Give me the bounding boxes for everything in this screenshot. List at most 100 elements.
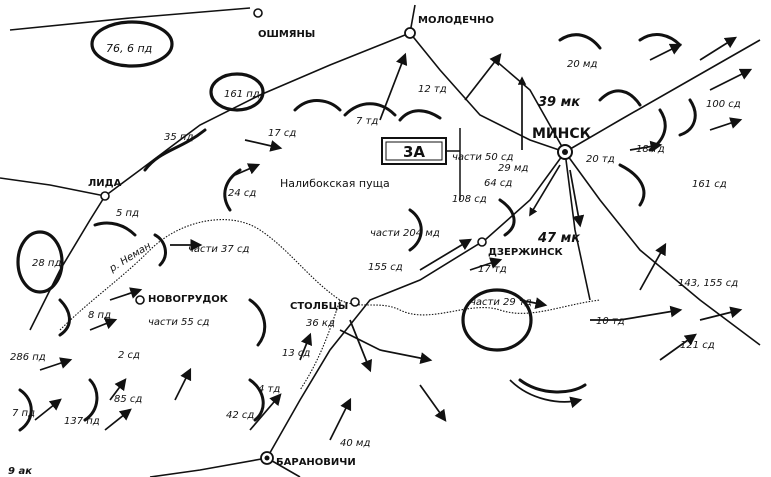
city-baranovichi: БАРАНОВИЧИ (276, 457, 356, 468)
arrow-143-155sd (639, 242, 667, 291)
city-markers (100, 8, 573, 465)
encirclement-29td (461, 288, 533, 352)
city-novogrudok: НОВОГРУДОК (148, 294, 229, 305)
dzerzhinsk-marker (477, 237, 487, 247)
railway-baranovichi-west (149, 457, 268, 477)
arrow-ne-3 (709, 68, 753, 91)
front-neman-1 (153, 233, 167, 267)
unit-17sd: 17 сд (268, 128, 296, 139)
front-east-3 (678, 98, 697, 137)
arrow-17td (469, 257, 503, 271)
unit-9ak: 9 ак (8, 466, 32, 477)
unit-76-6pd: 76, 6 пд (106, 42, 152, 55)
front-south-1 (498, 198, 516, 237)
railway-lida-molodechno (29, 32, 411, 331)
arrow-121sd (659, 333, 697, 361)
arrow-286pd (39, 357, 73, 371)
encirclement-76-6pd (90, 20, 174, 68)
unit-20td: 20 тд (586, 154, 615, 165)
attack-arrows (34, 36, 753, 441)
arrow-sw-bottom (509, 379, 583, 409)
arrow-ne-1 (699, 36, 738, 61)
arrow-south-2 (419, 384, 447, 422)
unit-29td: части 29 тд (470, 297, 532, 308)
front-north-2 (558, 33, 602, 50)
unit-20md: 20 мд (567, 59, 597, 70)
city-molodechno: МОЛОДЕЧНО (418, 15, 494, 26)
unit-50sd: части 50 сд (452, 152, 513, 163)
railway-oshmyany (9, 7, 251, 31)
city-lida: ЛИДА (88, 178, 122, 189)
arrow-47mk (529, 164, 561, 217)
arrow-center (174, 367, 192, 401)
unit-42sd: 42 сд (226, 410, 254, 421)
front-sw-1 (83, 378, 99, 422)
front-south-5 (248, 378, 265, 422)
unit-10td: 10 тд (596, 316, 625, 327)
arrow-85sd (109, 378, 127, 401)
unit-12td: 12 тд (418, 84, 447, 95)
arrow-40md (329, 397, 352, 441)
arrow-42sd (249, 393, 282, 431)
unit-7pd: 7 пд (12, 408, 35, 419)
city-oshmyany: ОШМЯНЫ (258, 29, 315, 40)
city-minsk: МИНСК (532, 126, 592, 142)
unit-18td: 18 тд (636, 144, 665, 155)
arrow-24sd (234, 163, 261, 176)
front-lines (16, 20, 697, 432)
arrow-ne-2 (649, 43, 683, 61)
railways (0, 4, 761, 477)
oshmyany-marker (253, 8, 263, 18)
unit-17td: 17 тд (478, 264, 507, 275)
army-marker: 3А (381, 128, 461, 200)
front-lida-south (93, 221, 137, 237)
front-nalibok-n1 (293, 99, 342, 112)
lida-marker (100, 191, 110, 201)
arrow-36kd (339, 329, 433, 364)
arrow-10td (590, 305, 683, 321)
railway-minsk-north (494, 59, 566, 153)
unit-8pd: 8 пд (88, 310, 111, 321)
river-tributary (299, 299, 341, 391)
novogrudok-marker (135, 295, 145, 305)
unit-155sd: 155 сд (368, 262, 403, 273)
unit-35pd: 35 пд (164, 132, 193, 143)
unit-5pd: 5 пд (116, 208, 139, 219)
railway-minsk-baranovichi (266, 151, 566, 459)
arrow-4td (299, 332, 312, 361)
arrow-east-1 (699, 306, 743, 321)
arrow-7pd (34, 398, 62, 421)
army-label: 3А (403, 143, 425, 161)
unit-286pd: 286 пд (10, 352, 46, 363)
front-west (143, 128, 207, 172)
arrow-to-molodechno-1 (379, 52, 408, 121)
encirclement-161pd (209, 72, 265, 112)
unit-36kd: 36 кд (306, 318, 335, 329)
unit-137pd: 137 пд (64, 416, 100, 427)
encirclement-28pd (16, 230, 64, 294)
railway-minsk-south (564, 151, 591, 301)
unit-labels: 76, 6 пд 161 пд 35 пд 5 пд 28 пд 8 пд 28… (8, 42, 741, 477)
unit-2sd: 2 сд (118, 350, 140, 361)
front-nalibok-n2 (343, 102, 397, 117)
unit-100sd: 100 сд (706, 99, 741, 110)
arrow-novogrudok (109, 287, 143, 301)
unit-161pd: 161 пд (224, 89, 260, 100)
molodechno-marker (404, 27, 416, 39)
region-naliboki: Налибокская пуща (280, 177, 390, 190)
unit-121sd: 121 сд (680, 340, 715, 351)
city-labels: ОШМЯНЫ МОЛОДЕЧНО МИНСК ЛИДА НОВОГРУДОК С… (88, 15, 592, 468)
unit-161sd: 161 сд (692, 179, 727, 190)
corps-47mk: 47 мк (537, 231, 581, 246)
city-stolbtsy: СТОЛБЦЫ (290, 301, 348, 312)
railway-molodechno-minsk (409, 32, 566, 153)
unit-29md: 29 мд (498, 163, 528, 174)
unit-143-155sd: 143, 155 сд (678, 278, 738, 289)
arrow-minsk-south (569, 169, 585, 228)
corps-39mk: 39 мк (538, 95, 581, 110)
front-neman-2 (58, 298, 71, 337)
front-south-3 (518, 378, 587, 394)
river-neman (59, 219, 601, 331)
front-north-1 (638, 33, 682, 47)
